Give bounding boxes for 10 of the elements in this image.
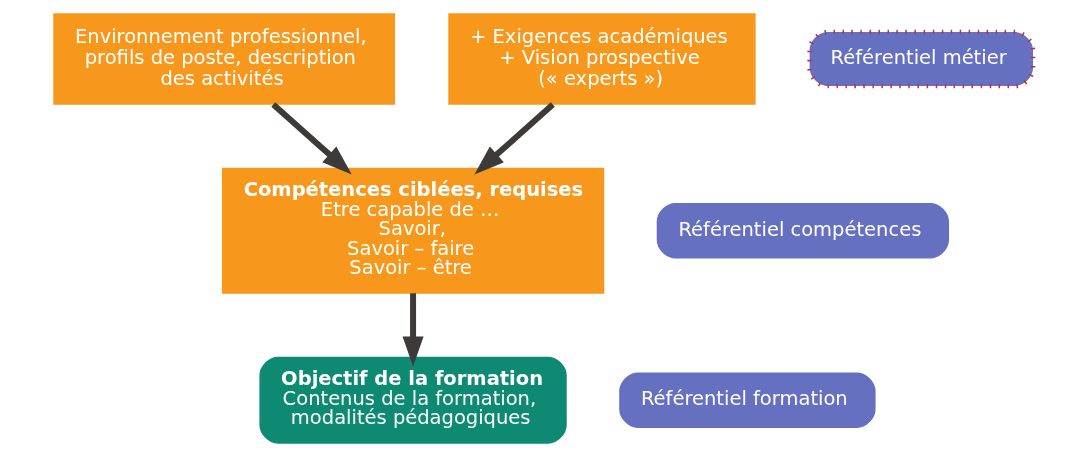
arrow (474, 102, 555, 175)
node-box: + Exigences académiques + Vision prospective (« experts ») (448, 13, 756, 105)
node-box: Référentiel formation (619, 372, 876, 428)
node-box: Objectif de la formation Contenus de la formation, modalités pédagogiques (259, 356, 567, 444)
arrow (402, 293, 424, 367)
arrow (271, 102, 352, 175)
node-box: Compétences ciblées, requises Etre capable de … Savoir, Savoir – faire Savoir – être (221, 167, 605, 294)
node-box: Environnement professionnel, profils de poste, description des activités (53, 13, 396, 105)
node-box: Référentiel métier (807, 29, 1036, 89)
node-box: Référentiel compétences (656, 203, 950, 259)
